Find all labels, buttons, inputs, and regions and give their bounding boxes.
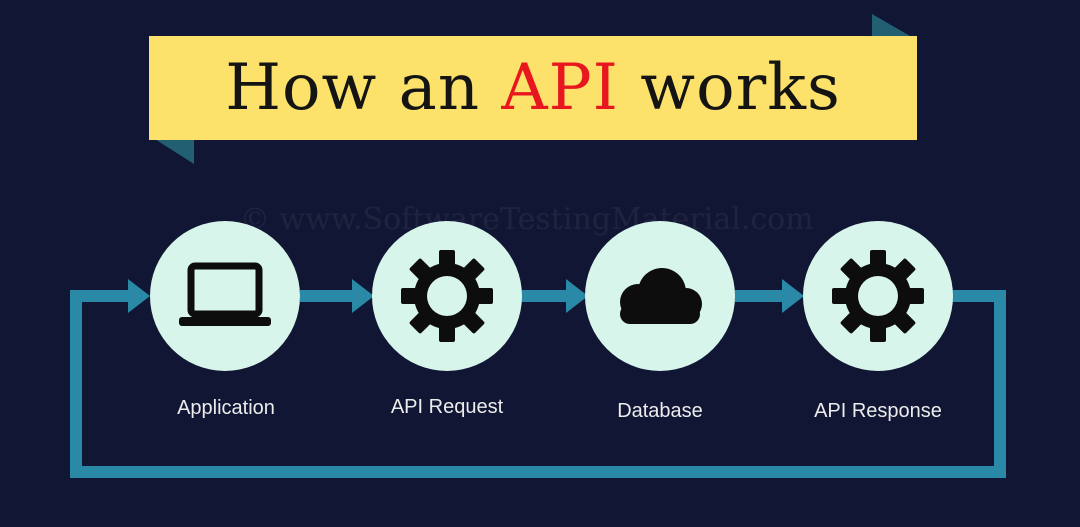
- arrow-head-icon: [566, 279, 588, 313]
- title-banner: How an API works: [149, 36, 917, 140]
- return-loop-line: [70, 290, 1006, 478]
- step-label-api-response: API Response: [814, 400, 942, 422]
- laptop-icon: [179, 262, 271, 326]
- arrow-head-icon: [782, 279, 804, 313]
- arrow-head-icon: [128, 279, 150, 313]
- step-label-database: Database: [617, 400, 703, 422]
- watermark: © www.SoftwareTestingMaterial.com: [240, 202, 814, 237]
- title-suffix: works: [640, 51, 841, 125]
- title-prefix: How an: [225, 51, 481, 125]
- banner-fold-bottom: [150, 136, 194, 164]
- gear-icon: [832, 250, 924, 342]
- step-api-request: [372, 221, 522, 371]
- step-application: [150, 221, 300, 371]
- step-label-application: Application: [177, 397, 275, 419]
- title-highlight: API: [501, 51, 619, 125]
- gear-icon: [401, 250, 493, 342]
- step-api-response: [803, 221, 953, 371]
- step-database: [585, 221, 735, 371]
- banner-fold-top: [872, 14, 917, 40]
- cloud-icon: [620, 268, 702, 324]
- step-label-api-request: API Request: [390, 396, 504, 418]
- arrow-head-icon: [352, 279, 374, 313]
- page-title: How an API works: [225, 51, 841, 125]
